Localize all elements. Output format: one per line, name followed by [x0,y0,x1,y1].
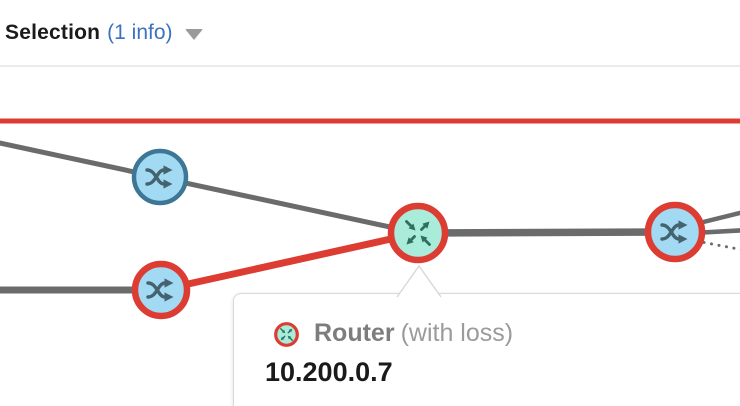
selection-info-count[interactable]: (1 info) [107,20,173,44]
header-divider [0,65,740,67]
node-router-4[interactable] [644,201,706,263]
shuffle-icon [145,165,173,189]
shuffle-icon [146,278,174,302]
tooltip-title: Router(with loss) [314,319,513,348]
tooltip-callout-arrow [396,264,442,298]
router-loss-icon [274,322,299,347]
chevron-down-icon[interactable] [184,29,203,40]
path-center-horizontal [417,228,676,237]
panel-title: Selection [5,20,101,44]
node-router-1[interactable] [131,148,189,206]
path-loss-diagonal [160,229,419,294]
selection-header: Selection (1 info) [0,0,740,65]
node-router-selected[interactable] [387,202,449,264]
path-diagonal-gray [0,140,419,236]
path-right-dotted [702,241,740,251]
node-router-2[interactable] [131,260,191,320]
shuffle-icon [660,220,688,244]
node-loss-qualifier: (with loss) [400,319,514,347]
node-type-label: Router [314,319,395,347]
node-ip-address: 10.200.0.7 [265,357,393,387]
node-tooltip: Router(with loss) 10.200.0.7 [233,293,740,406]
converge-arrows-icon [405,220,431,246]
